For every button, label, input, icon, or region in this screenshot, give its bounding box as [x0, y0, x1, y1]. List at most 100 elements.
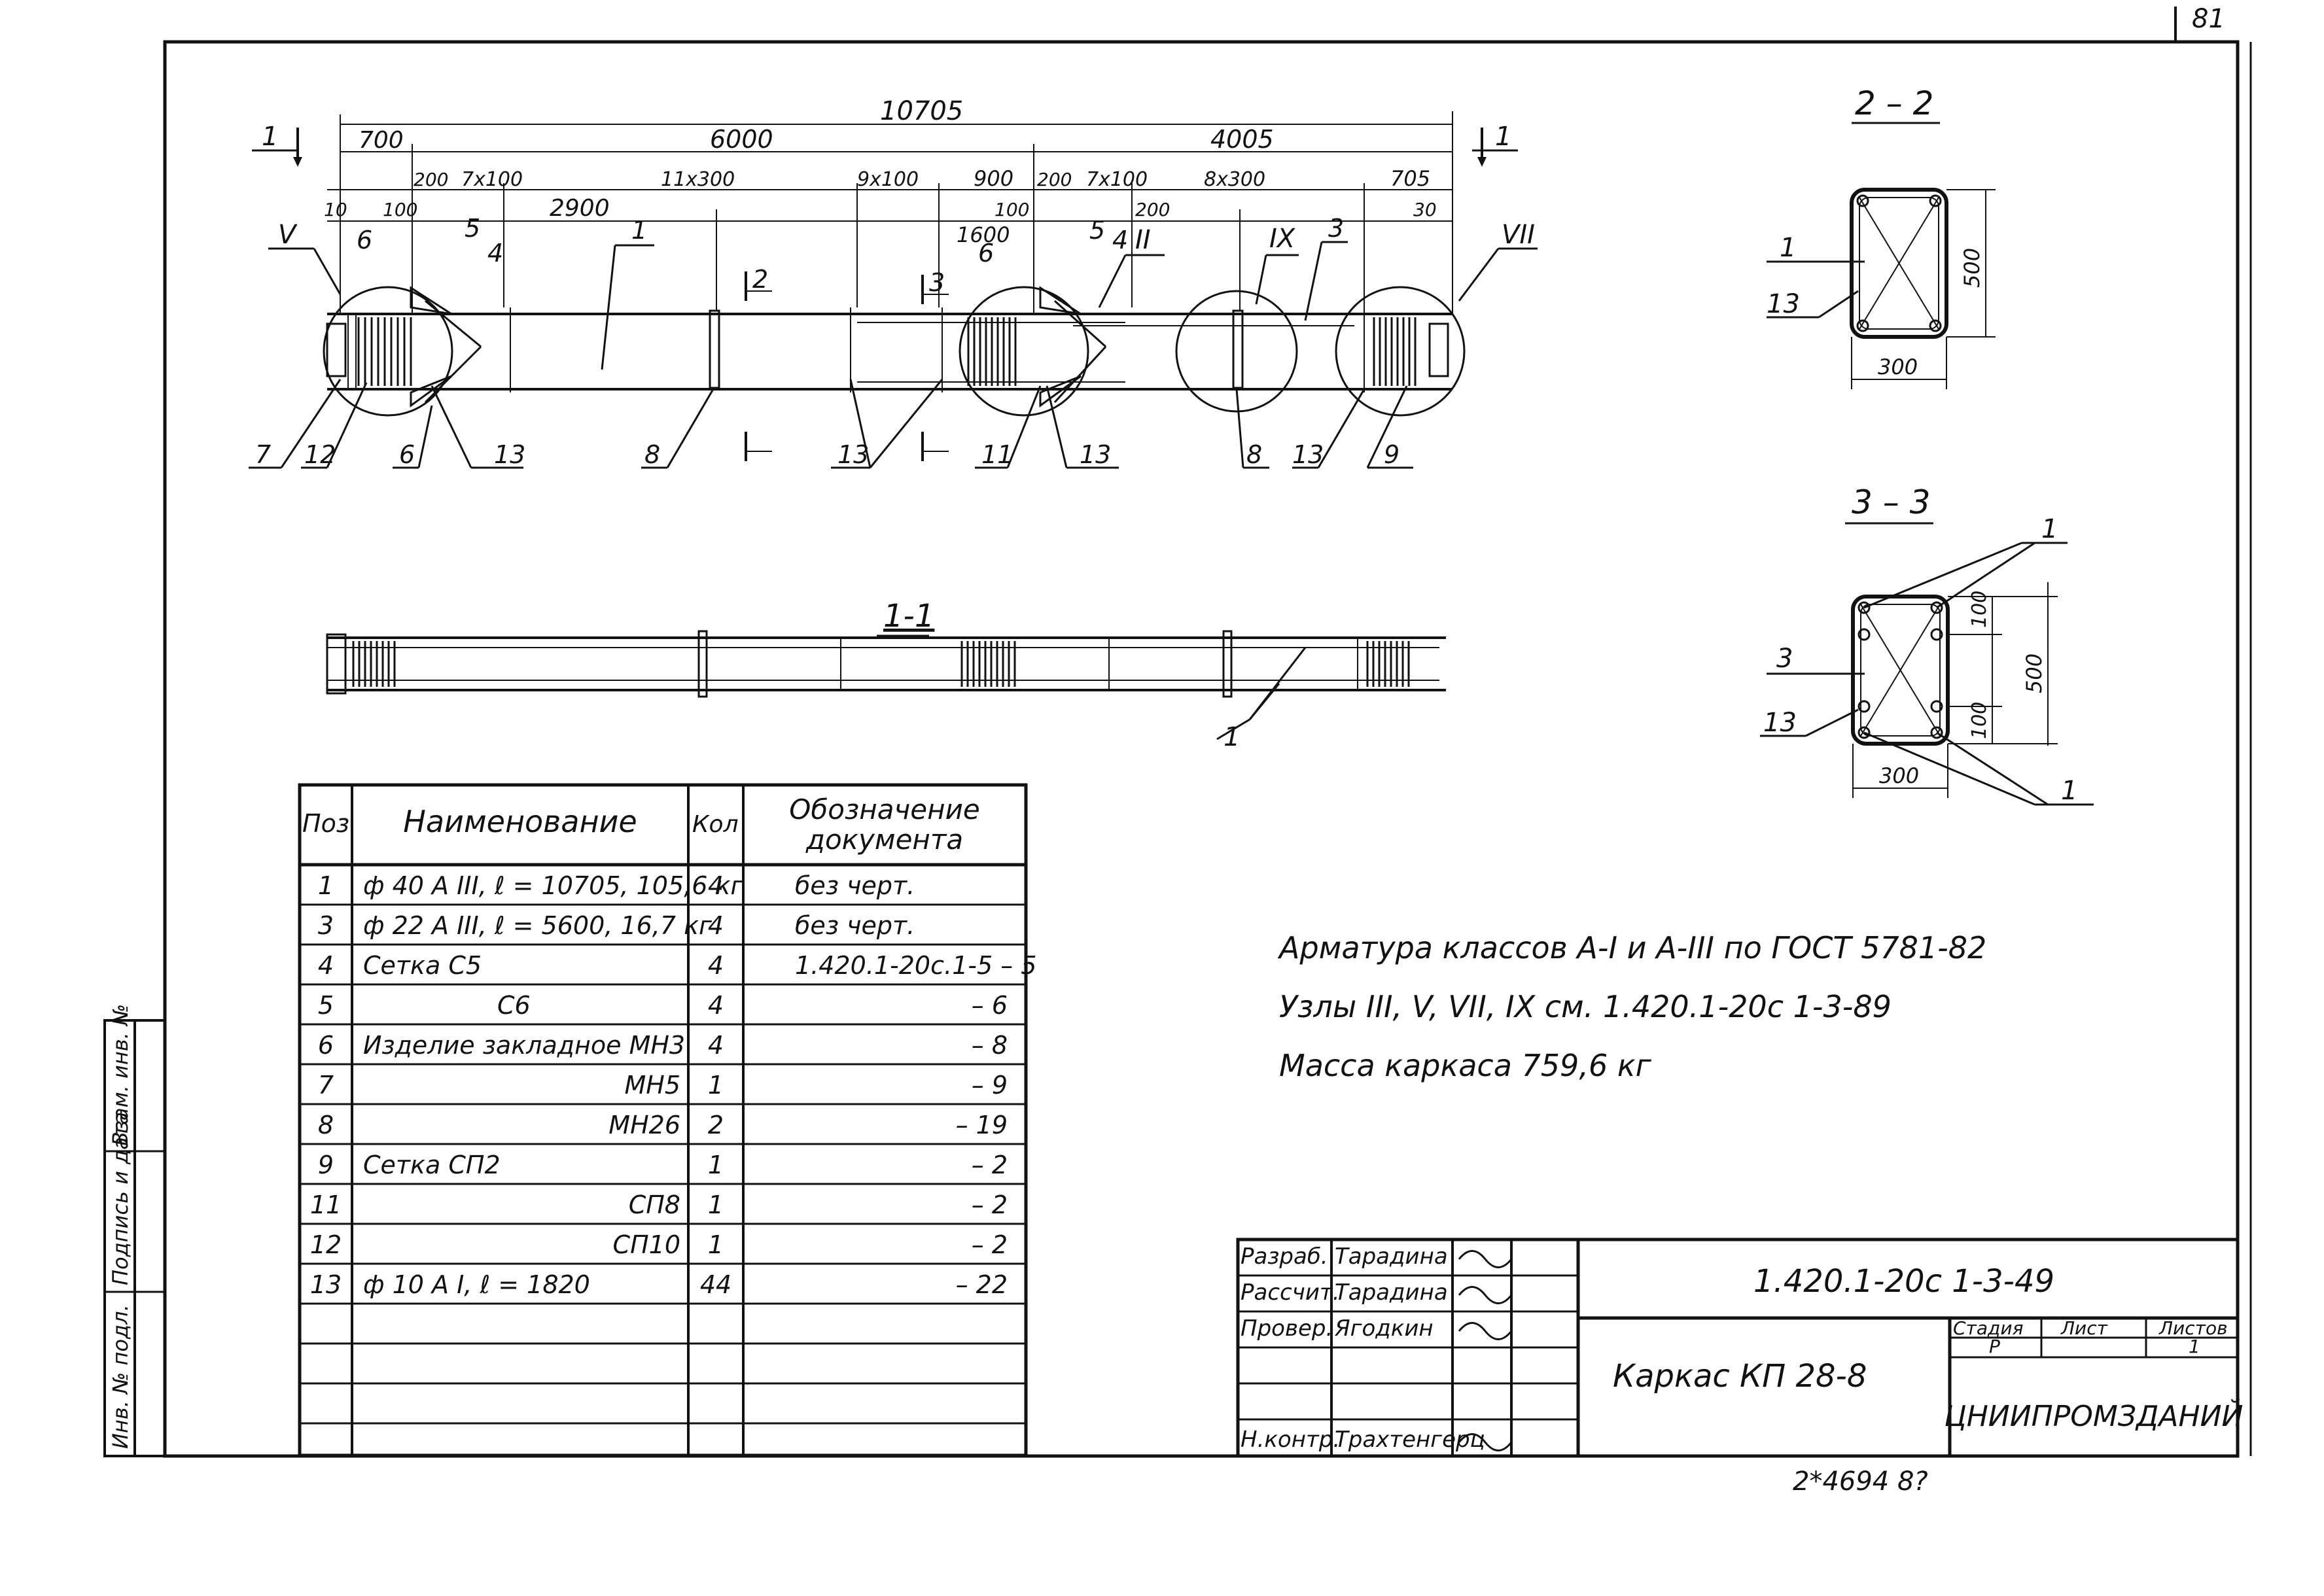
node-circle-V [323, 286, 453, 417]
signature-row: Рассчит.Тарадина [1241, 1279, 1513, 1306]
leader-lines [249, 241, 1538, 469]
dim-3-2900: 2900 [550, 195, 610, 222]
section-3-3-dim-height: 500 [2022, 653, 2047, 693]
row-doc: без черт. [795, 911, 915, 940]
pos-label-top: 5 [465, 214, 480, 243]
row-name: ф 40 А III, ℓ = 10705, 105,6 кг [363, 871, 744, 900]
pos-label-top: 6 [357, 226, 372, 254]
section-3-3-dim-bottom: 100 [1968, 702, 1991, 739]
section-1-1-callout: 1 [1224, 722, 1240, 752]
dim-2-200: 200 [414, 169, 448, 190]
stage-label: Стадия [1953, 1317, 2023, 1339]
row-name: СП10 [613, 1230, 680, 1259]
row-doc: – 22 [956, 1270, 1008, 1299]
dim-top-4005: 4005 [1210, 125, 1274, 154]
section-3-arrows [921, 275, 949, 461]
embedded-plate-left [410, 286, 482, 408]
person-name: Тарадина [1335, 1279, 1448, 1306]
pos-label-bottom: 13 [837, 440, 869, 469]
signature-row: Н.контр.Трахтенгерц [1241, 1427, 1513, 1453]
title-block: Разраб.ТарадинаРассчит.ТарадинаПровер.Яг… [1236, 1238, 2243, 1458]
stage-value: Р [1989, 1336, 2000, 1357]
header-doc-2: документа [805, 824, 963, 856]
note-3: Масса каркаса 759,6 кг [1279, 1048, 1652, 1083]
sheet-frame [163, 7, 2252, 1458]
stamp-vzam-inv: Взам. инв. № [108, 1004, 133, 1146]
row-name: Сетка СП2 [363, 1151, 501, 1179]
node-label-VII: VII [1502, 220, 1535, 250]
pos-label-bottom: 9 [1384, 440, 1400, 469]
dim-2-7x100: 7x100 [461, 168, 523, 191]
section-3-3-callout-3: 3 [1776, 644, 1793, 674]
section-1-arrow-left [252, 128, 302, 167]
pos-label-top: 4 [1112, 226, 1128, 254]
title-block-signatures: Разраб.ТарадинаРассчит.ТарадинаПровер.Яг… [1241, 1243, 1513, 1453]
dim-2-7x100b: 7x100 [1086, 168, 1148, 191]
person-name: Тарадина [1335, 1243, 1448, 1270]
row-qty: 4 [708, 1031, 724, 1060]
mesh-bars-right [1373, 317, 1417, 386]
header-qty: Кол [692, 811, 739, 838]
row-pos: 4 [318, 951, 334, 980]
page-number: 81 [2192, 4, 2225, 34]
pos-label-top: 1 [631, 216, 647, 245]
row-name: ф 10 А I, ℓ = 1820 [363, 1270, 590, 1299]
section-1-arrow-right [1472, 128, 1518, 167]
row-qty: 4 [708, 911, 724, 940]
header-name: Наименование [403, 804, 637, 839]
pos-label-top: 3 [1328, 214, 1344, 243]
row-name: ф 22 А III, ℓ = 5600, 16,7 кг [363, 911, 713, 940]
dim-3-1600: 1600 [957, 222, 1010, 247]
row-pos: 6 [318, 1031, 334, 1060]
section-3-3-title: 3 – 3 [1852, 483, 1930, 521]
role-label: Н.контр. [1241, 1427, 1340, 1453]
pos-label-bottom: 12 [304, 440, 336, 469]
signature-row: Разраб. Тарадина [1241, 1243, 1513, 1270]
dim-3-100b: 100 [995, 199, 1029, 220]
section-2-2-title: 2 – 2 [1855, 84, 1933, 122]
row-qty: 4 [708, 951, 724, 980]
signature-row: Провер.Ягодкин [1241, 1315, 1513, 1342]
signature-scribble [1458, 1322, 1513, 1340]
archive-number: 2*4694 8? [1793, 1466, 1928, 1497]
row-qty: 44 [700, 1270, 731, 1299]
section-2-arrows [745, 271, 772, 461]
row-doc: – 19 [956, 1111, 1008, 1139]
pos-label-bottom: 6 [399, 440, 415, 469]
dimension-lines [327, 111, 1453, 314]
dim-3-30: 30 [1413, 199, 1437, 220]
row-pos: 12 [310, 1230, 342, 1259]
row-qty: 2 [708, 1111, 724, 1139]
role-label: Разраб. [1241, 1243, 1328, 1270]
end-cap-right [1428, 322, 1449, 377]
sheets-value: 1 [2189, 1336, 2200, 1357]
plate-8-right [1232, 309, 1244, 389]
section-3-3: 3 – 3 300 100 100 500 1 3 13 [1760, 483, 2094, 806]
section-2-2-dim-width: 300 [1878, 355, 1918, 379]
signature-scribble [1458, 1433, 1513, 1451]
section-1-label-right: 1 [1495, 122, 1511, 152]
row-qty: 1 [708, 1151, 724, 1179]
section-2-2: 2 – 2 300 500 1 13 [1767, 84, 1996, 389]
section-2-2-callout-13: 13 [1767, 289, 1800, 319]
row-qty: 1 [708, 1190, 724, 1219]
row-doc: – 2 [972, 1230, 1008, 1259]
title-block-grid [1238, 1274, 1578, 1421]
node-label-V: V [278, 220, 298, 250]
row-doc: 1.420.1-20с.1-5 – 5 [795, 951, 1036, 980]
signature-scribble [1458, 1286, 1513, 1304]
row-doc: – 2 [972, 1190, 1008, 1219]
node-circle-II [959, 286, 1089, 417]
pos-label-bottom: 7 [255, 440, 271, 469]
row-qty: 4 [708, 991, 724, 1020]
section-3-label: 3 [929, 268, 945, 297]
row-doc: – 2 [972, 1151, 1008, 1179]
beam-outline [327, 313, 1452, 390]
